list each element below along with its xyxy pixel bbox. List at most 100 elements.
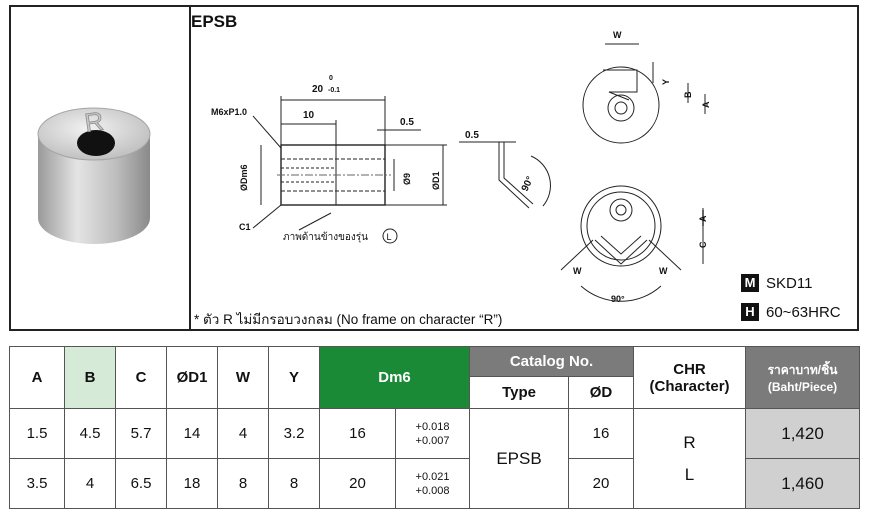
header-price-line2: (Baht/Piece) — [767, 380, 838, 394]
material-m: M SKD11 — [741, 274, 812, 292]
side-note-text: ภาพด้านข้างของรุ่น — [283, 231, 368, 243]
product-panel — [9, 5, 859, 331]
y-label: Y — [661, 79, 671, 85]
table-row: 3.5 4 6.5 18 8 8 20 +0.021 +0.008 20 1,4… — [9, 458, 861, 509]
header-y: Y — [268, 346, 320, 409]
edge-profile — [498, 142, 530, 209]
edge-angle-label: 90° — [520, 175, 536, 193]
header-od: ØD — [568, 376, 635, 409]
cell-a: 3.5 — [9, 458, 65, 509]
dm6-label: ØDm6 — [239, 164, 249, 191]
cell-od: 20 — [568, 458, 635, 509]
c-label: C — [698, 241, 708, 248]
cell-c: 6.5 — [115, 458, 167, 509]
cell-y: 8 — [268, 458, 320, 509]
bottom-view-hole — [609, 198, 633, 222]
header-c: C — [115, 346, 167, 409]
bottom-angle-arc — [580, 285, 662, 302]
side-note-leader — [298, 212, 332, 231]
edge-angle-arc — [530, 155, 551, 207]
header-d1: ØD1 — [166, 346, 218, 409]
header-dm6: Dm6 — [318, 346, 471, 409]
header-price-line1: ราคาบาท/ชิ้น — [767, 363, 838, 377]
cell-dm6: 16 — [319, 408, 396, 459]
d1-label: ØD1 — [431, 171, 441, 190]
bottom-view-hole-inner — [615, 204, 627, 216]
header-chr: CHR (Character) — [633, 346, 747, 409]
side-note-circle — [382, 228, 398, 244]
material-m-tag: M — [741, 274, 759, 292]
a-label: A — [701, 101, 711, 108]
material-h-tag: H — [741, 303, 759, 321]
length-tol-upper: 0 — [329, 75, 333, 82]
material-m-value: SKD11 — [766, 274, 813, 292]
w-right-dim — [648, 239, 682, 271]
cell-dm6: 20 — [319, 458, 396, 509]
d9-label: Ø9 — [402, 173, 412, 185]
cell-w: 4 — [217, 408, 269, 459]
cell-dm6-tol: +0.018 +0.007 — [394, 408, 471, 459]
cell-a: 1.5 — [9, 408, 65, 459]
cell-b: 4.5 — [64, 408, 116, 459]
side-note-circle-letter: L — [387, 232, 392, 242]
cell-chr: R L — [633, 408, 747, 509]
top-view-character — [603, 69, 638, 101]
header-a: A — [9, 346, 65, 409]
header-price: ราคาบาท/ชิ้น (Baht/Piece) — [745, 346, 861, 409]
header-chr-line2: (Character) — [649, 377, 730, 395]
b-label: B — [683, 91, 693, 98]
cell-d1: 14 — [166, 408, 218, 459]
thread-label: M6xP1.0 — [211, 107, 247, 117]
chamfer-top-label: 0.5 — [400, 117, 414, 128]
cell-price: 1,420 — [745, 408, 861, 459]
thread-depth-label: 10 — [303, 110, 315, 121]
w-label: W — [613, 30, 622, 40]
panel-divider — [189, 7, 191, 329]
cell-od: 16 — [568, 408, 635, 459]
a-bottom-label: A — [698, 215, 708, 222]
material-h-value: 60~63HRC — [766, 303, 841, 321]
bottom-angle-label: 90° — [611, 294, 625, 304]
edge-profile-inner — [503, 142, 534, 205]
bottom-view-inner — [586, 191, 656, 261]
top-view-hole — [607, 94, 635, 122]
cell-tol-lower: +0.007 — [415, 434, 450, 447]
cell-b: 4 — [64, 458, 116, 509]
cell-tol-upper: +0.021 — [415, 470, 450, 483]
cell-chr-r: R — [683, 432, 696, 452]
header-w: W — [217, 346, 269, 409]
thread-leader — [252, 115, 282, 149]
w-left-label: W — [573, 266, 582, 276]
engraved-character: R — [83, 106, 106, 138]
spec-table: A B C ØD1 W Y Dm6 Catalog No. CHR (Chara… — [9, 346, 861, 509]
product-code-title: EPSB — [191, 12, 238, 31]
cell-y: 3.2 — [268, 408, 320, 459]
bottom-view-v-groove-inner — [600, 235, 642, 255]
technical-drawing: 20 0 -0.1 10 M6xP1.0 0.5 ØDm6 Ø9 ØD1 C1 … — [211, 30, 711, 304]
table-row: 1.5 4.5 5.7 14 4 3.2 16 +0.018 +0.007 EP… — [9, 408, 861, 509]
c1-label: C1 — [239, 222, 251, 232]
header-catalog: Catalog No. — [469, 346, 635, 377]
header-chr-line1: CHR — [673, 360, 706, 378]
cell-tol-lower: +0.008 — [415, 484, 450, 497]
length-label: 20 — [312, 84, 324, 95]
top-view-hole-inner — [614, 101, 628, 115]
cell-dm6-tol: +0.021 +0.008 — [394, 458, 471, 509]
product-photo: R — [37, 105, 151, 244]
character-note: * ตัว R ไม่มีกรอบวงกลม (No frame on char… — [194, 312, 503, 327]
cell-chr-l: L — [684, 464, 695, 484]
cell-w: 8 — [217, 458, 269, 509]
bottom-view-v-groove — [594, 239, 648, 265]
c1-leader — [252, 204, 282, 229]
top-view-outer — [582, 66, 660, 144]
cell-tol-upper: +0.018 — [415, 420, 450, 433]
cell-type: EPSB — [469, 408, 570, 509]
w-right-label: W — [659, 266, 668, 276]
cell-c: 5.7 — [115, 408, 167, 459]
cell-price: 1,460 — [745, 458, 861, 509]
material-h: H 60~63HRC — [741, 303, 841, 321]
header-type: Type — [469, 376, 570, 409]
cell-d1: 18 — [166, 458, 218, 509]
edge-label: 0.5 — [465, 130, 479, 141]
header-b: B — [64, 346, 116, 409]
